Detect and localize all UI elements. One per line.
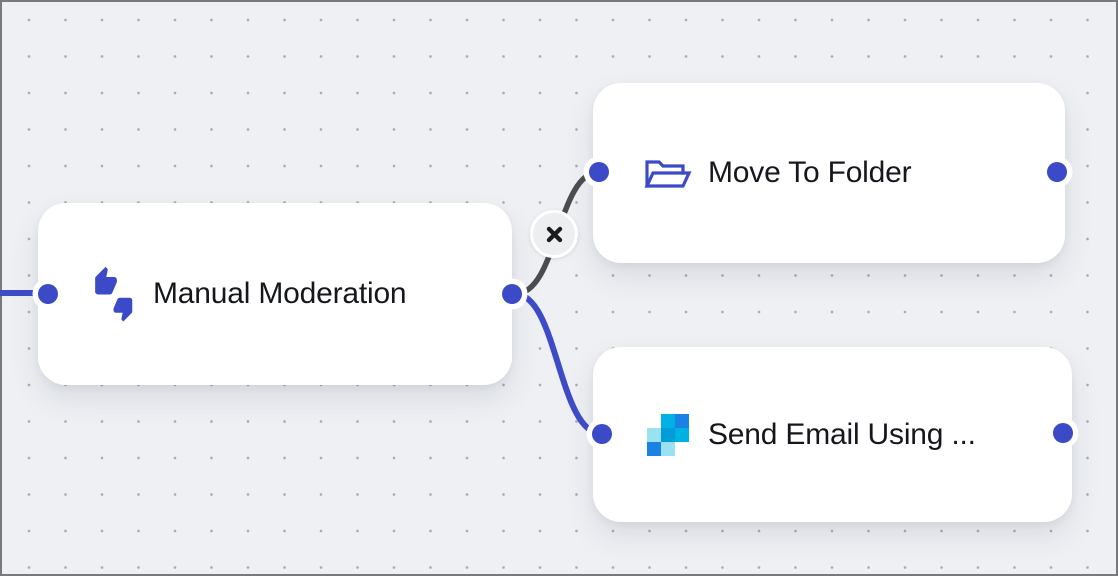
node-send-email[interactable]: Send Email Using ... (593, 347, 1072, 522)
node-label: Manual Moderation (153, 277, 407, 310)
input-port-send-email[interactable] (592, 424, 612, 444)
folder-open-icon (638, 143, 698, 203)
output-port-send-email[interactable] (1053, 423, 1073, 443)
output-port-move-to-folder[interactable] (1047, 162, 1067, 182)
thumbs-up-down-icon (83, 264, 143, 324)
edge-manual-to-send-email[interactable] (514, 291, 603, 437)
sendgrid-icon (638, 405, 698, 465)
node-label: Send Email Using ... (708, 417, 976, 451)
x-icon (545, 225, 564, 244)
node-label: Move To Folder (708, 156, 912, 189)
node-move-to-folder[interactable]: Move To Folder (593, 83, 1065, 263)
input-port-move-to-folder[interactable] (589, 162, 609, 182)
node-manual-moderation[interactable]: Manual Moderation (38, 203, 512, 385)
remove-connection-button[interactable] (530, 210, 578, 258)
output-port-manual-moderation[interactable] (502, 284, 522, 304)
input-port-manual-moderation[interactable] (38, 284, 58, 304)
